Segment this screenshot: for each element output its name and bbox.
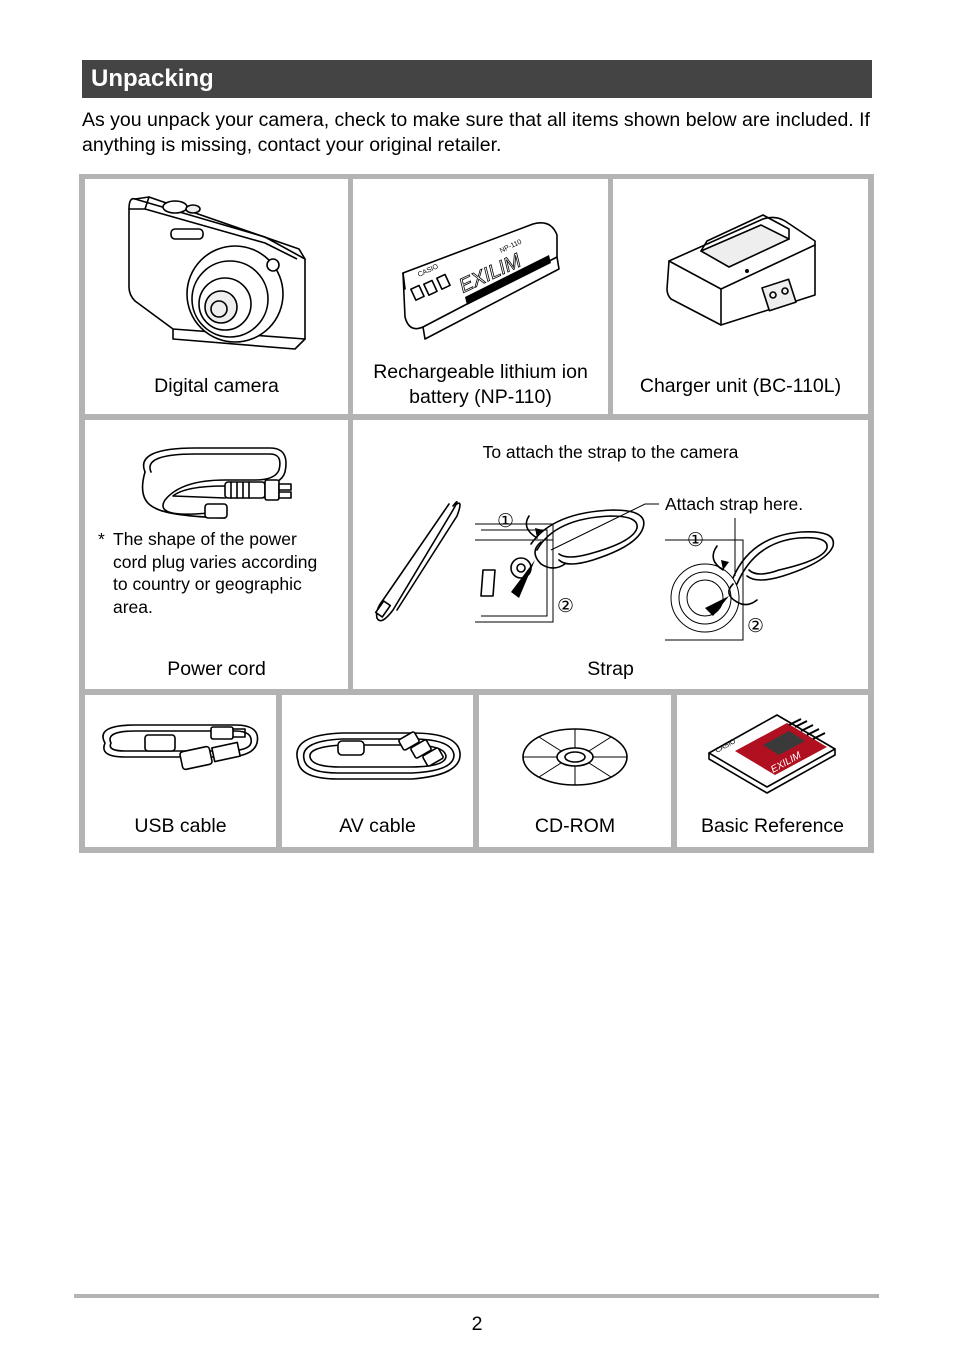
power-cord-illustration: [141, 447, 292, 519]
power-cord-note: The shape of the power cord plug varies …: [113, 529, 318, 617]
basic-reference-illustration: CASIO EXILIM: [708, 714, 836, 794]
battery-label: Rechargeable lithium ion battery (NP-110…: [373, 361, 588, 408]
intro-paragraph: As you unpack your camera, check to make…: [82, 109, 870, 156]
step-1-marker: ①: [497, 510, 514, 532]
usb-cable-cell: USB cable: [85, 695, 276, 847]
battery-illustration: CASIO NP-110 EXILIM: [402, 222, 560, 340]
camera-cell: Digital camera: [85, 179, 348, 414]
cd-rom-label: CD-ROM: [534, 815, 616, 837]
av-cable-label: AV cable: [339, 815, 416, 837]
basic-reference-label: Basic Reference: [700, 815, 845, 837]
strap-caption: To attach the strap to the camera: [482, 442, 739, 462]
power-cord-label: Power cord: [167, 658, 266, 680]
page-title: Unpacking: [82, 60, 872, 98]
power-cord-cell: * The shape of the power cord plug varie…: [85, 420, 348, 689]
charger-illustration: [666, 214, 816, 326]
step-2-marker-second: ②: [747, 615, 764, 637]
strap-callout: Attach strap here.: [665, 494, 804, 514]
step-1-marker-second: ①: [687, 529, 704, 551]
power-cord-note-mark: *: [98, 529, 105, 549]
footer-divider: [74, 1294, 879, 1298]
page-number: 2: [471, 1313, 483, 1335]
strap-illustration: ① ② ① ②: [374, 501, 835, 641]
digital-camera-illustration: [128, 196, 306, 350]
strap-label: Strap: [587, 658, 634, 680]
usb-cable-illustration: [102, 724, 259, 771]
camera-label: Digital camera: [154, 375, 279, 397]
usb-cable-label: USB cable: [134, 815, 227, 837]
basic-reference-cell: CASIO EXILIM Basic Reference: [677, 695, 868, 847]
cd-rom-illustration: [522, 728, 628, 786]
av-cable-illustration: [296, 731, 461, 780]
cd-rom-cell: CD-ROM: [479, 695, 671, 847]
charger-label: Charger unit (BC-110L): [639, 375, 842, 397]
battery-cell: CASIO NP-110 EXILIM Rechargeable lithium…: [353, 179, 608, 414]
charger-cell: Charger unit (BC-110L): [613, 179, 868, 414]
contents-grid: Digital camera CASIO NP-110 EXILIM Recha…: [79, 174, 874, 853]
step-2-marker: ②: [557, 595, 574, 617]
av-cable-cell: AV cable: [282, 695, 473, 847]
strap-cell: To attach the strap to the camera Attach…: [353, 420, 868, 689]
